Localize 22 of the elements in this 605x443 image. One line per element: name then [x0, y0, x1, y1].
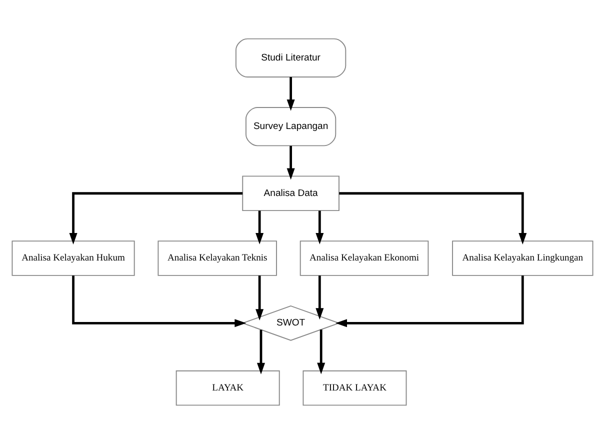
arrow	[256, 329, 266, 374]
node-box: Analisa Kelayakan Teknis	[158, 240, 277, 276]
arrow	[256, 210, 264, 244]
arrow	[316, 210, 324, 244]
arrow	[286, 145, 295, 180]
node-box: Studi Literatur	[235, 38, 346, 77]
node-box: Analisa Kelayakan Ekonomi	[300, 240, 429, 276]
arrow	[317, 329, 326, 374]
arrow	[72, 275, 246, 327]
arrow	[336, 275, 524, 327]
arrow	[286, 76, 295, 110]
node-box: Analisa Data	[242, 175, 340, 211]
arrow	[69, 192, 243, 244]
arrow	[339, 192, 527, 244]
node-box: TIDAK LAYAK	[302, 370, 407, 406]
node-diamond: SWOT	[241, 304, 340, 340]
node-box: Analisa Kelayakan Lingkungan	[452, 240, 594, 276]
node-box: Analisa Kelayakan Hukum	[12, 240, 135, 276]
node-box: Survey Lapangan	[246, 106, 336, 146]
arrow	[256, 275, 264, 320]
node-box: LAYAK	[176, 370, 280, 406]
arrow	[316, 275, 324, 320]
